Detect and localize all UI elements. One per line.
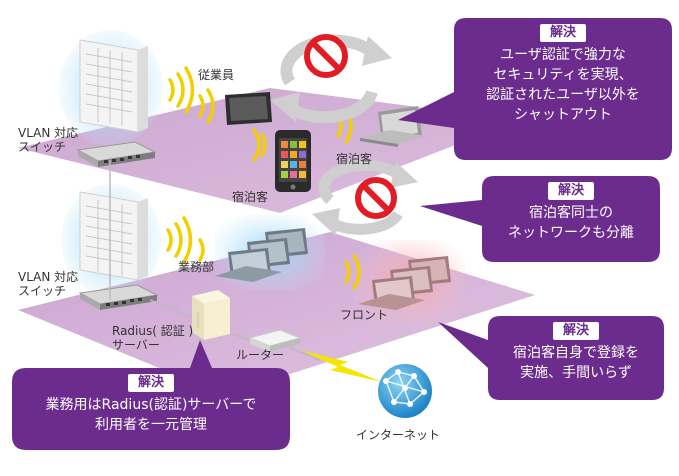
callout-self-register-bubble xyxy=(438,316,664,400)
internet-label: インターネット xyxy=(356,428,441,442)
callout-radius-tag: 解決 xyxy=(127,374,174,392)
radius-server-label-line1: Radius( 認証 ) xyxy=(112,324,194,338)
callout-security-line: セキュリティを実現、 xyxy=(493,67,633,83)
callout-self-register-tag: 解決 xyxy=(552,322,599,340)
vlan-switch-top-label-line1: VLAN 対応 xyxy=(18,126,79,140)
guest-phone-label: 宿泊客 xyxy=(232,190,269,204)
callout-security-line: ユーザ認証で強力な xyxy=(500,47,626,63)
vlan-switch-top-label: VLAN 対応 スイッチ xyxy=(18,126,78,154)
callout-security-bubble xyxy=(398,18,672,160)
wifi-signal-icons xyxy=(166,66,361,290)
callout-isolation-line: 宿泊客同士の xyxy=(529,205,613,221)
radius-server-icon xyxy=(192,290,230,340)
employee-label: 従業員 xyxy=(198,68,235,82)
callout-isolation-tag: 解決 xyxy=(547,182,594,200)
callout-isolation-line: ネットワークも分離 xyxy=(508,225,634,241)
vlan-switch-bottom-icon xyxy=(78,284,159,310)
access-point-bottom-icon xyxy=(79,191,148,281)
callout-self-register-line: 宿泊客自身で登録を xyxy=(513,345,639,361)
callout-security-line: シャットアウト xyxy=(514,107,612,123)
internet-link-bolt xyxy=(300,350,382,382)
callout-security: 解決 ユーザ認証で強力な セキュリティを実現、 認証されたユーザ以外を シャット… xyxy=(454,22,672,125)
callout-radius-bubble xyxy=(12,340,290,450)
blocked-access-middle-icon xyxy=(312,159,418,236)
guest-smartphone-icon xyxy=(275,130,311,192)
blocked-access-top-icon xyxy=(270,34,392,124)
callout-security-tag: 解決 xyxy=(539,24,586,42)
vlan-switch-bottom-label-line2: スイッチ xyxy=(18,284,67,298)
callout-isolation: 解決 宿泊客同士の ネットワークも分離 xyxy=(482,180,660,243)
business-laptops-icon xyxy=(215,228,308,282)
employee-tablet-icon xyxy=(225,92,272,125)
callout-radius-line: 業務用はRadius(認証)サーバーで xyxy=(45,397,257,413)
router-icon xyxy=(248,329,302,352)
vlan-switch-top-label-line2: スイッチ xyxy=(18,140,67,154)
callout-radius: 解決 業務用はRadius(認証)サーバーで 利用者を一元管理 xyxy=(12,372,290,435)
radius-server-label: Radius( 認証 ) サーバー xyxy=(112,324,193,352)
router-label: ルーター xyxy=(236,348,285,362)
vlan-switch-bottom-label: VLAN 対応 スイッチ xyxy=(18,270,78,298)
vlan-switch-top-icon xyxy=(76,141,157,167)
callout-self-register-line: 実施、手間いらず xyxy=(520,365,632,381)
front-label: フロント xyxy=(340,308,389,322)
callout-security-line: 認証されたユーザ以外を xyxy=(486,87,640,103)
access-point-top-icon xyxy=(79,39,148,133)
vlan-switch-bottom-label-line1: VLAN 対応 xyxy=(18,270,79,284)
radius-server-label-line2: サーバー xyxy=(112,338,160,352)
guest-laptop-label: 宿泊客 xyxy=(336,152,373,166)
callout-self-register: 解決 宿泊客自身で登録を 実施、手間いらず xyxy=(488,320,664,383)
front-laptops-icon xyxy=(358,256,451,310)
callout-isolation-bubble xyxy=(420,176,660,262)
internet-globe-icon xyxy=(378,364,432,418)
callout-radius-line: 利用者を一元管理 xyxy=(95,417,207,433)
business-label: 業務部 xyxy=(178,260,215,274)
